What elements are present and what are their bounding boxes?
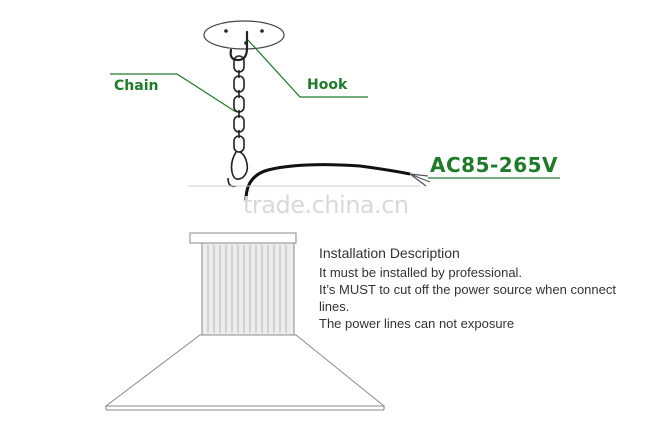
power-cable bbox=[244, 163, 431, 201]
watermark: trade.china.cn bbox=[243, 191, 409, 219]
chain-leader-line bbox=[110, 73, 237, 113]
reflector-shade bbox=[104, 334, 386, 411]
plate-screw-left bbox=[224, 29, 228, 33]
chain-label: Chain bbox=[114, 78, 159, 94]
heat-sink bbox=[201, 242, 295, 336]
plate-screw-right bbox=[260, 29, 264, 33]
hook-leader-line bbox=[247, 39, 368, 98]
description-title: Installation Description bbox=[319, 245, 460, 261]
ceiling-plate bbox=[203, 20, 285, 50]
installation-description: Installation Description It must be inst… bbox=[319, 245, 649, 332]
description-line-1: It must be installed by professional. bbox=[319, 265, 523, 280]
description-line-2: It’s MUST to cut off the power source wh… bbox=[319, 282, 616, 314]
chain bbox=[227, 55, 249, 188]
ceiling-hook bbox=[229, 30, 249, 62]
voltage-label: AC85-265V bbox=[430, 153, 559, 177]
description-line-3: The power lines can not exposure bbox=[319, 316, 515, 331]
hook-label: Hook bbox=[307, 77, 348, 93]
